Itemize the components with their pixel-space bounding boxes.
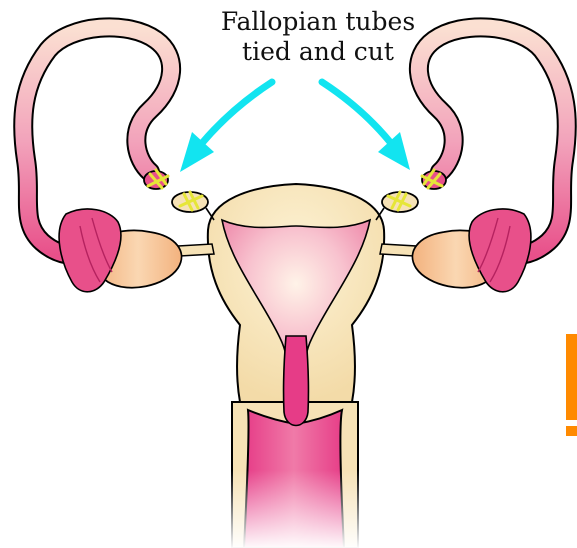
uterus <box>208 184 384 426</box>
cervical-canal <box>284 336 309 426</box>
label-line-2: tied and cut <box>242 37 394 66</box>
left-arrow <box>203 82 272 142</box>
label-line-1: Fallopian tubes <box>221 7 415 36</box>
pointer-arrows <box>180 82 410 172</box>
orange-mark <box>566 334 577 436</box>
diagram-label: Fallopian tubes tied and cut <box>221 7 415 66</box>
right-arrow <box>322 82 390 142</box>
